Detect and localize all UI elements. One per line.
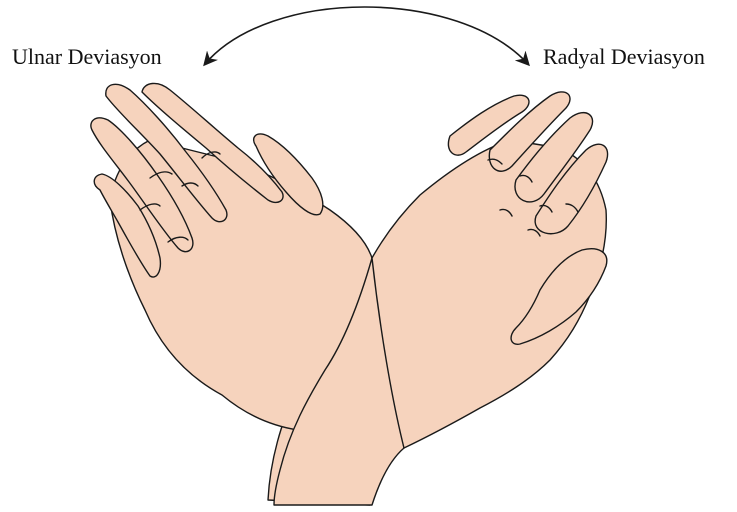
deviation-arrow [205,7,528,64]
ulnar-deviation-label: Ulnar Deviasyon [12,44,162,69]
radial-deviation-label: Radyal Deviasyon [543,44,705,69]
